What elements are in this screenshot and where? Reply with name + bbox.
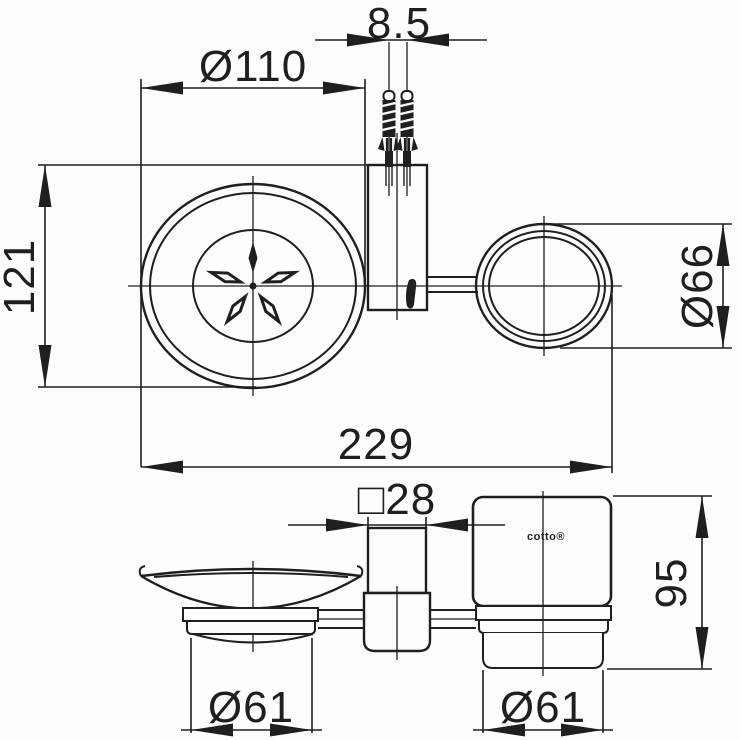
drain-slot-upper-left <box>208 266 244 288</box>
extension-lines <box>190 638 313 733</box>
drain-slot-upper-right <box>262 266 298 288</box>
dim-cup-height-label: 95 <box>647 558 696 609</box>
arrow-up-icon <box>716 224 730 266</box>
arrow-right-icon <box>347 33 389 47</box>
arrow-down-icon <box>716 306 730 348</box>
wall-plate-top-view <box>366 133 429 320</box>
plate-clip-detail <box>405 278 417 309</box>
arrow-up-icon <box>695 496 709 538</box>
ring-arm <box>427 276 478 293</box>
dim-ring-diameter: Ø66 <box>550 223 732 349</box>
mounting-screws <box>376 42 420 196</box>
arrow-left-icon <box>407 33 449 47</box>
dim-screw-spacing: 8.5 <box>315 0 487 48</box>
top-view <box>128 42 622 396</box>
arrow-left-icon <box>141 460 183 474</box>
dim-overall-width: 229 <box>141 295 613 474</box>
arrow-left-icon <box>191 723 233 737</box>
drain-slot-lower-right <box>255 292 285 326</box>
arrow-right-icon <box>561 723 603 737</box>
extension-lines <box>367 517 427 529</box>
dish-holder-band-lower <box>186 620 316 635</box>
tumbler-ring-top-view <box>474 216 614 356</box>
dish-holder-band-upper <box>182 607 319 622</box>
dim-overall-width-label: 229 <box>338 420 414 469</box>
dim-ring-diameter-label: Ø66 <box>673 243 722 329</box>
arrow-down-icon <box>38 345 52 387</box>
dim-soap-glass-label: Ø61 <box>208 683 294 732</box>
dim-dish-diameter-label: Ø110 <box>199 42 307 91</box>
arrow-up-icon <box>38 165 52 207</box>
extension-lines <box>38 164 368 388</box>
dish-inner-edge <box>153 572 349 578</box>
dish-top-edge <box>140 567 362 578</box>
dim-post-width-label: □28 <box>358 475 437 524</box>
dim-tumbler-glass-diameter: Ø61 <box>473 670 613 737</box>
dim-tumbler-glass-label: Ø61 <box>500 683 586 732</box>
wall-post-front-view <box>362 526 432 660</box>
arrow-right-icon <box>570 460 612 474</box>
arrow-left-icon <box>141 81 183 95</box>
dim-cup-height: 95 <box>607 495 712 670</box>
glass-dish-bottom-arc <box>192 633 314 644</box>
drain-center-dot <box>249 282 257 290</box>
extension-lines <box>550 223 732 349</box>
arrow-right-icon <box>323 81 365 95</box>
soap-dish-front-view <box>138 561 364 652</box>
dim-depth: 121 <box>0 164 368 388</box>
arrow-left-icon <box>426 518 468 532</box>
drain-slot-lower-left <box>221 292 251 326</box>
dim-dish-diameter: Ø110 <box>140 42 366 467</box>
drain-slot-up <box>248 242 258 273</box>
extension-lines <box>607 495 712 670</box>
front-view: cotto® <box>138 491 613 676</box>
tumbler-front-view: cotto® <box>471 491 613 676</box>
cup-body <box>471 495 613 608</box>
extension-lines <box>482 670 604 733</box>
dim-post-width: □28 <box>288 475 505 532</box>
arrow-right-icon <box>270 723 312 737</box>
brand-logo: cotto® <box>527 531 565 543</box>
arrow-down-icon <box>695 627 709 669</box>
arrow-left-icon <box>483 723 525 737</box>
dim-depth-label: 121 <box>0 239 44 315</box>
post-upper-body <box>366 526 428 595</box>
drain-star-pattern <box>208 242 298 326</box>
extension-lines <box>140 79 366 467</box>
dim-soap-glass-diameter: Ø61 <box>181 638 322 737</box>
arrow-right-icon <box>326 518 368 532</box>
dim-screw-spacing-label: 8.5 <box>367 0 431 48</box>
dish-bottom-curve <box>140 574 362 610</box>
dish-rim-lips <box>138 565 364 577</box>
